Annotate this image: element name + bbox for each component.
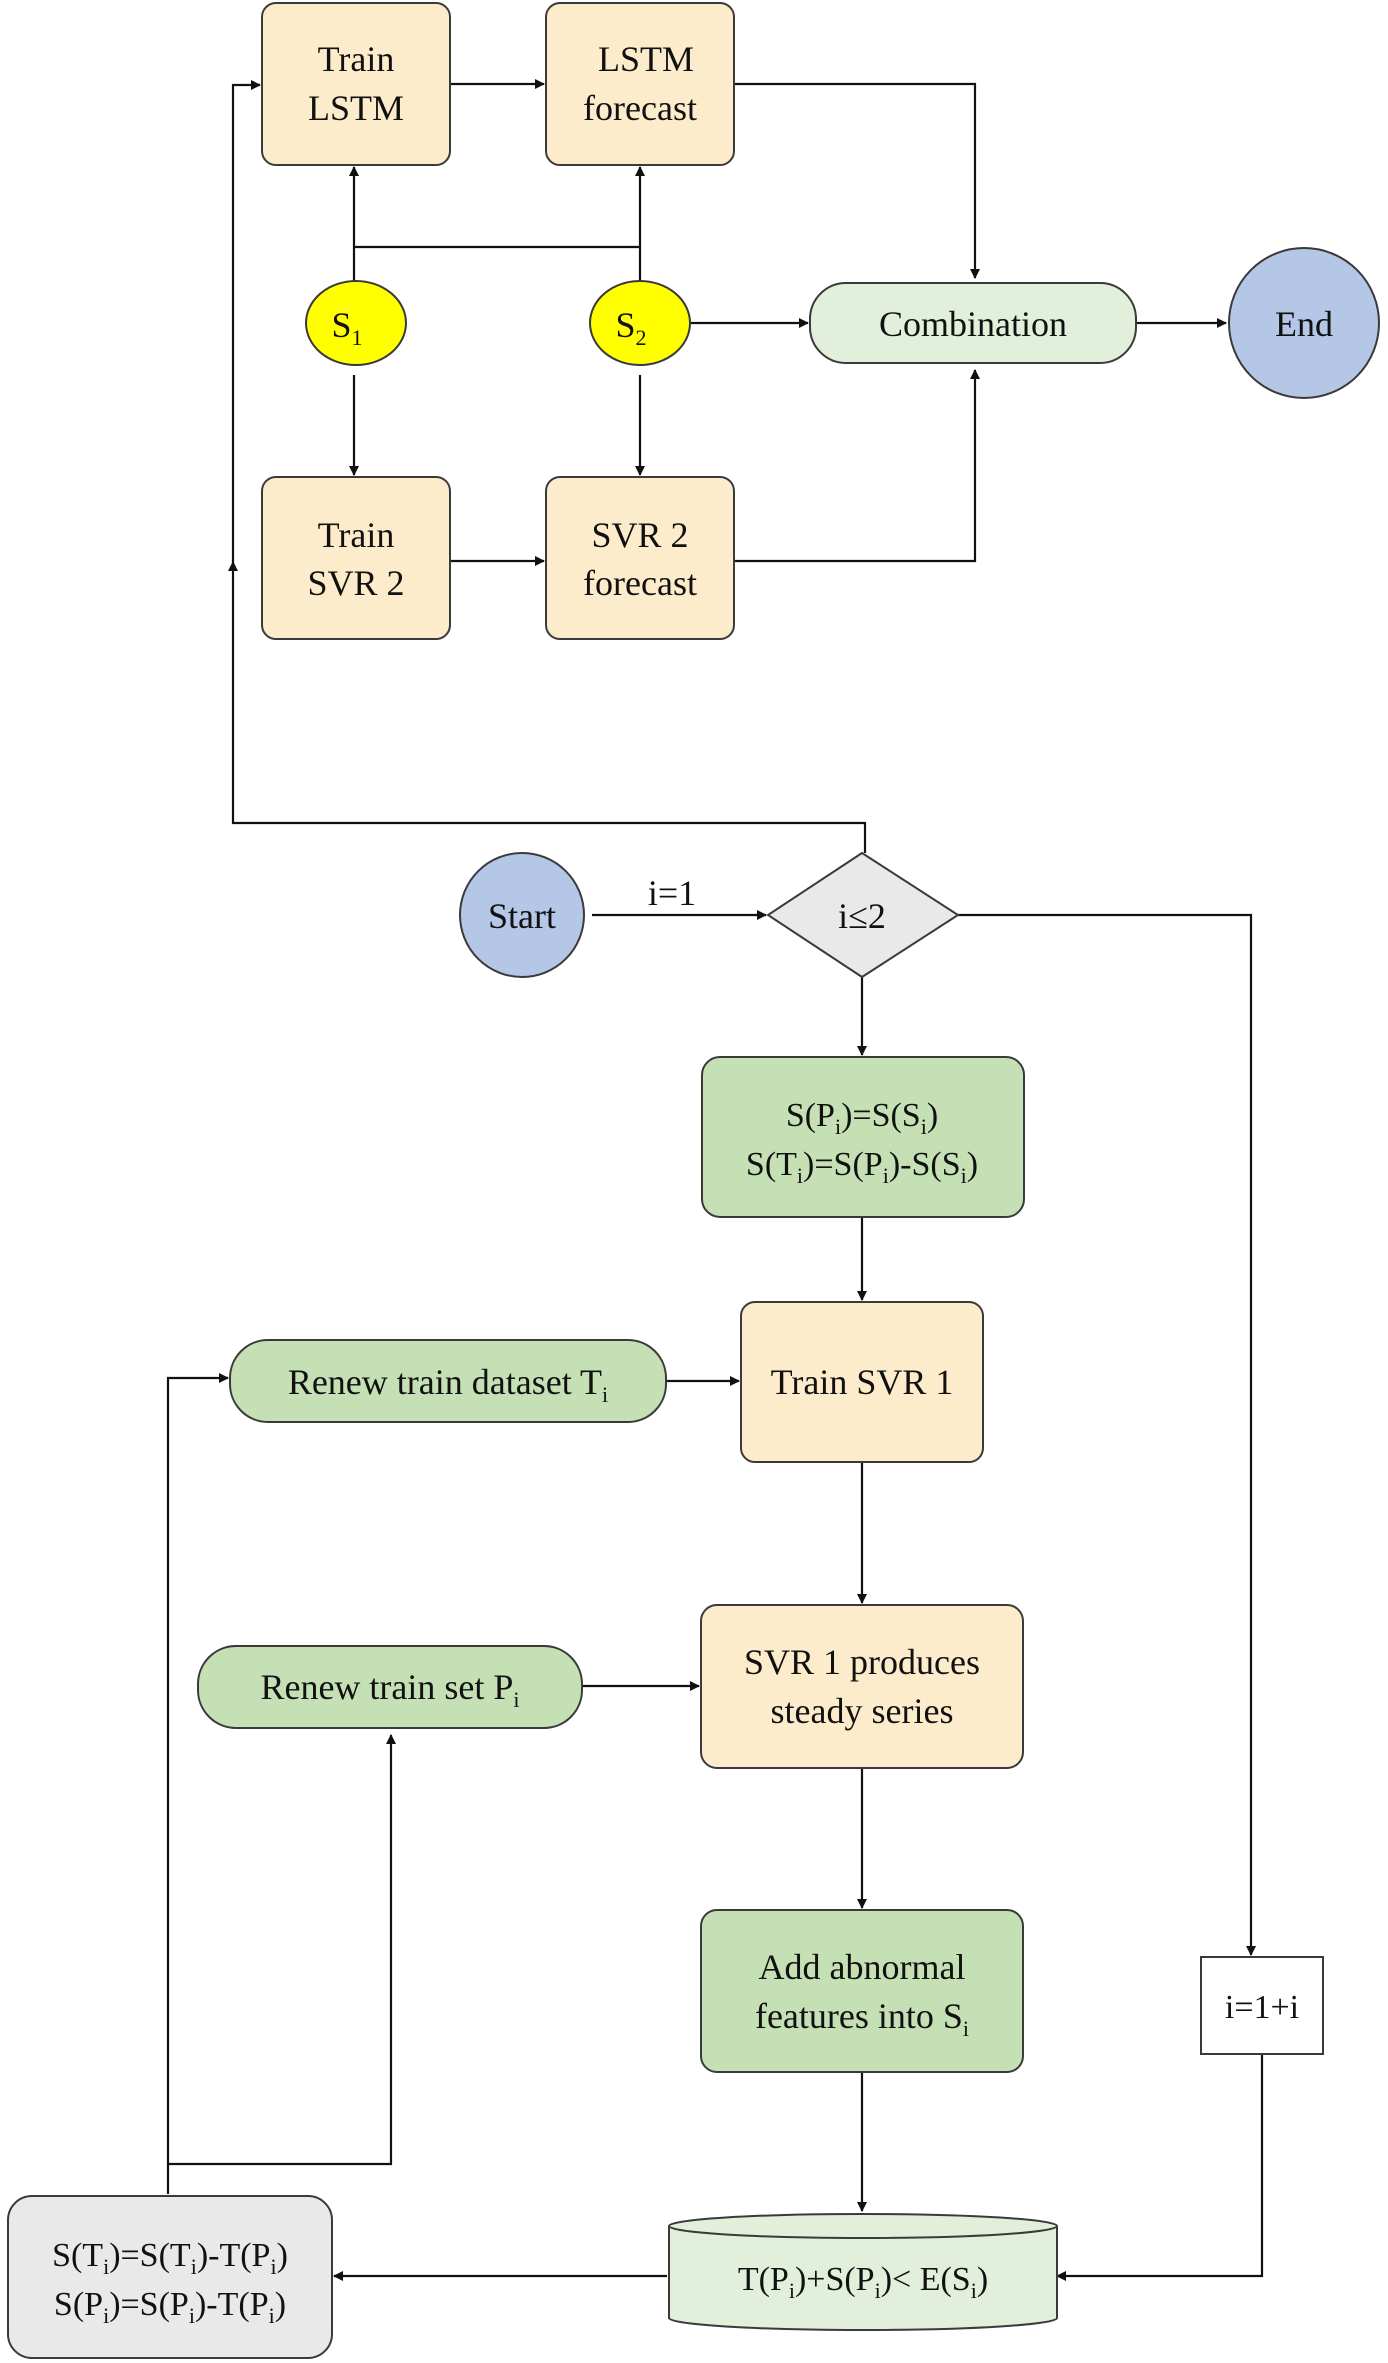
- svr2-forecast-line2: forecast: [583, 563, 697, 603]
- arrow-decision-to-train-svr2: [228, 561, 867, 853]
- train-svr1-node: Train SVR 1: [740, 1301, 984, 1463]
- s2-base: S: [615, 305, 635, 345]
- s1-base: S: [331, 305, 351, 345]
- svg-text:features into Si: features into Si: [755, 1996, 969, 2041]
- decision-node: i≤2: [766, 851, 960, 979]
- end-label: End: [1275, 304, 1333, 344]
- renew-train-dataset-node: Renew train dataset Ti: [229, 1339, 667, 1423]
- svr1-produces-line2: steady series: [771, 1691, 954, 1731]
- condition-node: T(Pi)+S(Pi)< E(Si): [668, 2213, 1058, 2331]
- svr2-forecast-line1: SVR 2: [591, 515, 688, 555]
- svr2-forecast-node: SVR 2 forecast: [545, 476, 735, 640]
- arrow-increment-to-condition: [1056, 2054, 1264, 2281]
- train-lstm-node: Train LSTM: [261, 2, 451, 166]
- start-label: Start: [488, 896, 556, 936]
- lstm-forecast-line1: LSTM: [598, 39, 694, 79]
- update-series-node: S(Ti)=S(Ti)-T(Pi) S(Pi)=S(Pi)-T(Pi): [7, 2195, 333, 2359]
- lstm-forecast-line2: forecast: [583, 88, 697, 128]
- update-line2: S(Pi)=S(Pi)-T(Pi): [54, 2286, 286, 2328]
- increment-label: i=1+i: [1225, 1989, 1299, 2026]
- combination-label: Combination: [879, 304, 1067, 344]
- renew-train-set-label: Renew train set P: [260, 1667, 513, 1707]
- svg-text:Renew train set Pi: Renew train set Pi: [260, 1667, 519, 1712]
- s1-node: S1: [305, 280, 407, 366]
- train-svr2-node: Train SVR 2: [261, 476, 451, 640]
- arrow-svr2-forecast-to-combination: [734, 369, 980, 563]
- arrow-loop-to-train-lstm: [231, 80, 261, 562]
- arrow-update-to-renew-dataset: [166, 1373, 229, 2194]
- s2-subscript: 2: [636, 325, 647, 350]
- train-lstm-line2: LSTM: [308, 88, 404, 128]
- train-lstm-line1: Train: [318, 39, 395, 79]
- edge-label-i-equals-1: i=1: [648, 873, 696, 913]
- add-abnormal-node: Add abnormal features into Si: [700, 1909, 1024, 2073]
- update-line1: S(Ti)=S(Ti)-T(Pi): [52, 2237, 288, 2279]
- arrow-update-to-renew-set: [168, 1734, 396, 2166]
- condition-label: T(Pi)+S(Pi)< E(Si): [738, 2261, 988, 2303]
- train-svr1-label: Train SVR 1: [771, 1362, 954, 1402]
- svg-text:S1: S1: [331, 305, 362, 350]
- split-series-node: S(Pi)=S(Si) S(Ti)=S(Pi)-S(Si): [701, 1056, 1025, 1218]
- arrow-lstm-forecast-to-combination: [734, 82, 980, 279]
- combination-node: Combination: [809, 282, 1137, 364]
- split-line2: S(Ti)=S(Pi)-S(Si): [746, 1146, 978, 1188]
- add-abnormal-line2: features into S: [755, 1996, 963, 2036]
- connectors: [166, 79, 1264, 2281]
- end-node: End: [1228, 247, 1380, 399]
- svr1-produces-node: SVR 1 produces steady series: [700, 1604, 1024, 1769]
- svg-text:S2: S2: [615, 305, 646, 350]
- svr1-produces-line1: SVR 1 produces: [744, 1642, 980, 1682]
- train-svr2-line2: SVR 2: [307, 563, 404, 603]
- s1-subscript: 1: [352, 325, 363, 350]
- svg-text:Renew train dataset Ti: Renew train dataset Ti: [288, 1362, 608, 1407]
- s2-node: S2: [589, 280, 691, 366]
- arrow-decision-to-increment: [958, 913, 1256, 1956]
- decision-label: i≤2: [838, 896, 886, 936]
- split-line1: S(Pi)=S(Si): [786, 1097, 938, 1139]
- train-svr2-line1: Train: [318, 515, 395, 555]
- lstm-forecast-node: LSTM forecast: [545, 2, 735, 166]
- renew-train-set-node: Renew train set Pi: [197, 1645, 583, 1729]
- start-node: Start: [459, 852, 585, 978]
- increment-node: i=1+i: [1200, 1956, 1324, 2055]
- renew-train-dataset-label: Renew train dataset T: [288, 1362, 602, 1402]
- add-abnormal-line1: Add abnormal: [759, 1947, 966, 1987]
